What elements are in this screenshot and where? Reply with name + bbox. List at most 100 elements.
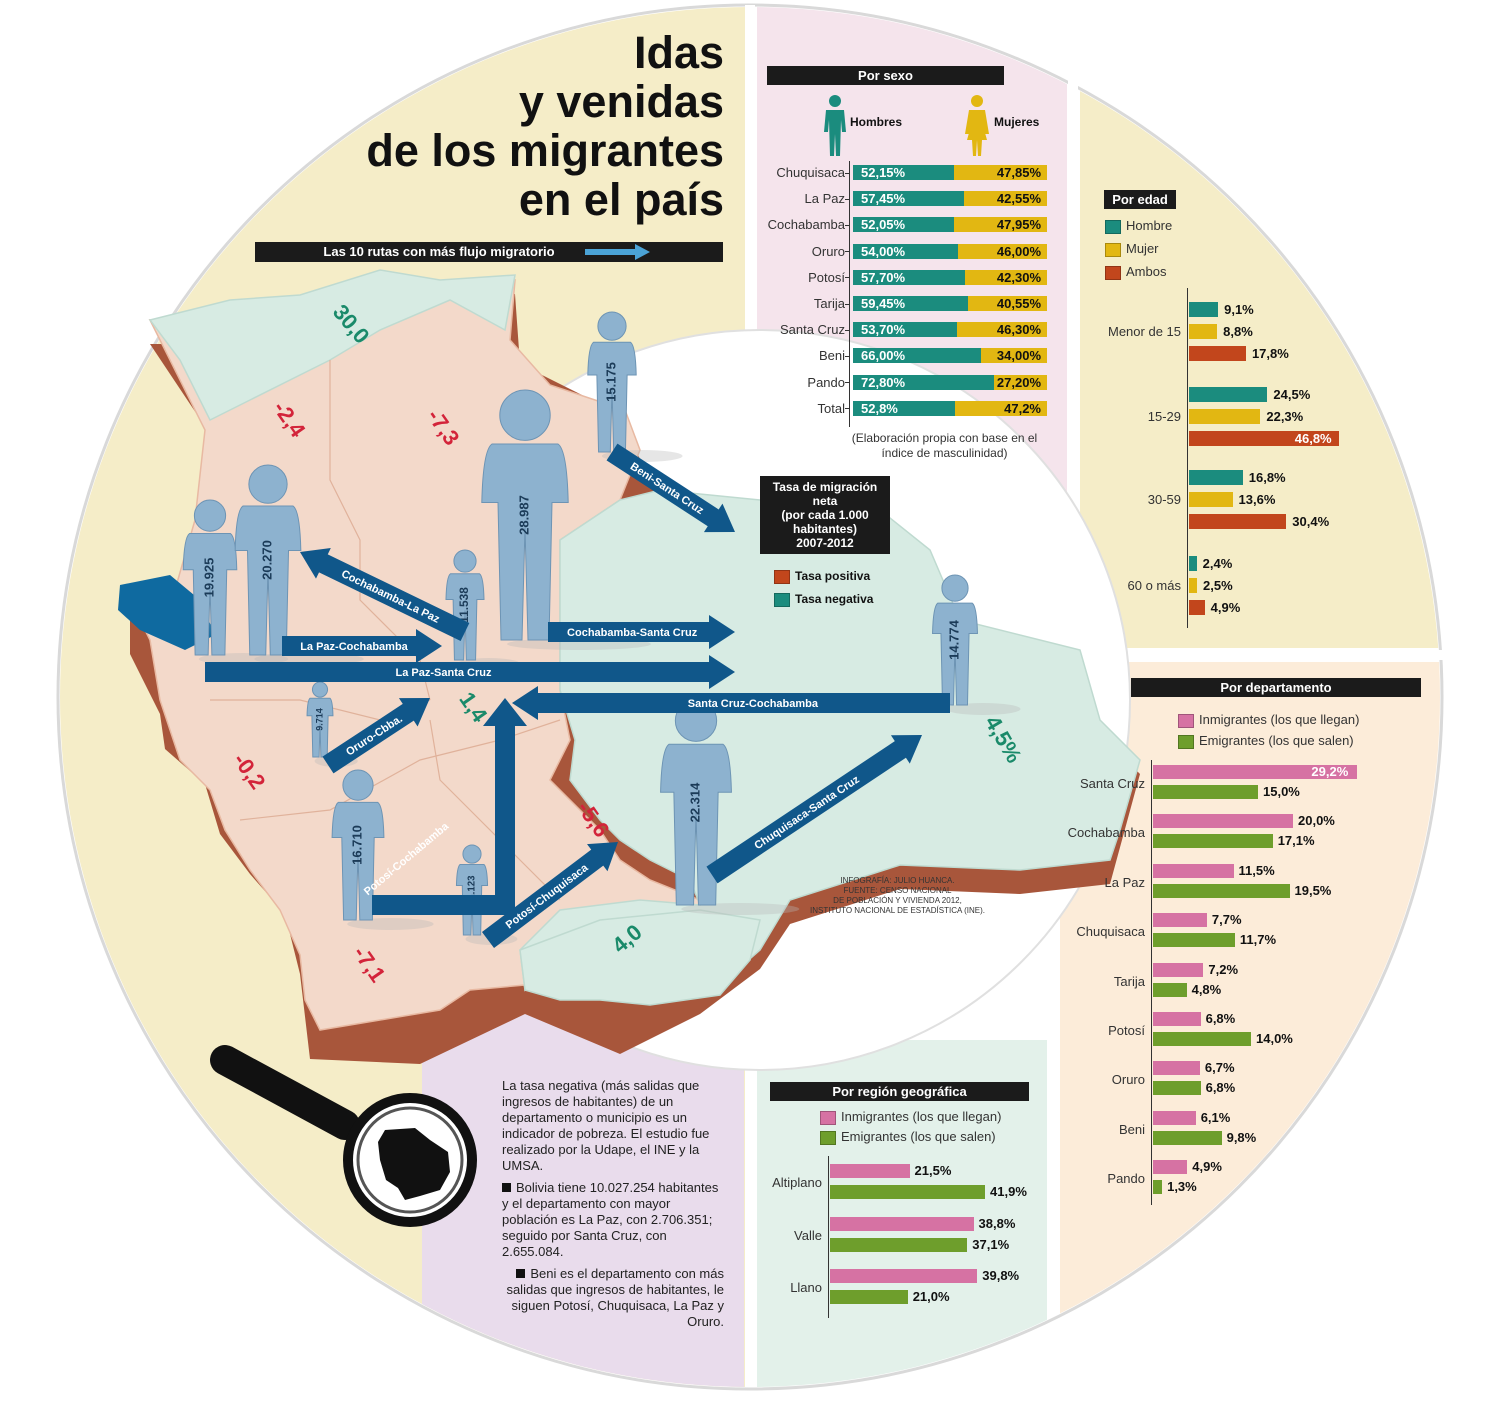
edad-value: 17,8% bbox=[1251, 346, 1289, 361]
swatch-hombre bbox=[1105, 219, 1121, 234]
sexo-value-hombres: 53,70% bbox=[861, 322, 906, 338]
depto-value: 17,1% bbox=[1277, 833, 1315, 849]
sexo-value-hombres: 52,05% bbox=[861, 217, 906, 233]
panel-texto bbox=[422, 1010, 744, 1387]
title-line-3: de los migrantes bbox=[366, 125, 724, 176]
sexo-bar-hombres bbox=[853, 269, 965, 285]
region-bar bbox=[830, 1290, 908, 1304]
sexo-bar-mujeres bbox=[957, 322, 1047, 338]
edad-legend-hombre-label: Hombre bbox=[1126, 218, 1173, 233]
sexo-category-label: Cochabamba bbox=[767, 217, 845, 233]
route-arrow: Santa Cruz-Cochabamba bbox=[512, 686, 950, 720]
edad-legend-mujer: Mujer bbox=[1105, 237, 1172, 260]
page-title: Idas y venidas de los migrantes en el pa… bbox=[366, 28, 724, 224]
region-category-label: Valle bbox=[794, 1227, 822, 1243]
depto-bar bbox=[1153, 883, 1290, 898]
sexo-value-hombres: 57,45% bbox=[861, 191, 906, 207]
migration-rate-label: -5,6 bbox=[572, 796, 614, 841]
sexo-bar-hombres bbox=[853, 296, 969, 311]
edad-legend-ambos-label: Ambos bbox=[1126, 264, 1167, 279]
depto-bar bbox=[1153, 1032, 1251, 1046]
edad-title-text: Por edad bbox=[1112, 192, 1168, 207]
credits-line-1: INFOGRAFÍA: JULIO HUANCA. bbox=[840, 876, 955, 885]
depto-value: 11,7% bbox=[1239, 932, 1277, 948]
credits-line-4: INSTITUTO NACIONAL DE ESTADÍSTICA (INE). bbox=[810, 906, 985, 915]
depto-legend: Inmigrantes (los que llegan) Emigrantes … bbox=[1178, 709, 1359, 751]
edad-value: 9,1% bbox=[1224, 302, 1254, 317]
edad-bar bbox=[1189, 514, 1287, 529]
depto-bar bbox=[1153, 1110, 1196, 1125]
region-legend-emigrantes: Emigrantes (los que salen) bbox=[820, 1127, 1001, 1147]
route-label: Santa Cruz-Cochabamba bbox=[688, 698, 819, 710]
magnifier-icon bbox=[210, 1045, 477, 1227]
migrant-figure: 20.270 bbox=[234, 464, 364, 665]
sexo-tick bbox=[845, 277, 849, 279]
sexo-value-hombres: 52,8% bbox=[861, 400, 898, 416]
region-bar bbox=[830, 1185, 986, 1199]
depto-legend-emigrantes: Emigrantes (los que salen) bbox=[1178, 730, 1359, 751]
sexo-bar-mujeres bbox=[953, 217, 1047, 233]
route-arrow: Cochabamba-Santa Cruz bbox=[548, 615, 735, 649]
region-value: 21,5% bbox=[914, 1163, 952, 1178]
figure-count-label: 15.175 bbox=[603, 362, 618, 402]
body-text: La tasa negativa (más salidas que ingres… bbox=[502, 1078, 724, 1336]
depto-category-label: Oruro bbox=[1111, 1072, 1145, 1088]
sexo-tick bbox=[845, 303, 849, 305]
route-arrow: Chuquisaca-Santa Cruz bbox=[706, 734, 923, 884]
figure-count-label: 16.710 bbox=[349, 825, 364, 865]
sexo-bar-mujeres bbox=[957, 243, 1047, 259]
depto-bar bbox=[1153, 1081, 1201, 1096]
sexo-category-label: Chuquisaca bbox=[776, 165, 845, 180]
migration-rate-label: -7,3 bbox=[422, 404, 464, 449]
route-label: Chuquisaca-Santa Cruz bbox=[752, 773, 862, 852]
sexo-title: Por sexo bbox=[767, 66, 1004, 85]
sexo-value-hombres: 52,15% bbox=[861, 165, 906, 180]
sexo-value-mujeres: 47,85% bbox=[996, 165, 1041, 180]
region-legend-emigrantes-label: Emigrantes (los que salen) bbox=[841, 1129, 996, 1144]
tasa-title-line-2: neta bbox=[812, 494, 838, 508]
region-title: Por región geográfica bbox=[770, 1082, 1029, 1101]
sexo-value-mujeres: 40,55% bbox=[996, 296, 1041, 311]
edad-bar bbox=[1189, 431, 1339, 446]
sexo-category-label: Santa Cruz bbox=[779, 322, 845, 338]
depto-axis bbox=[1151, 760, 1152, 1205]
route-label: Cochabamba-La Paz bbox=[339, 568, 441, 626]
sexo-bar-hombres bbox=[853, 191, 965, 207]
sexo-bar-hombres bbox=[853, 348, 982, 364]
edad-axis bbox=[1187, 288, 1188, 628]
edad-value: 30,4% bbox=[1292, 514, 1330, 529]
sexo-category-label: Oruro bbox=[811, 243, 845, 259]
edad-category-label: 30-59 bbox=[1147, 492, 1181, 507]
sexo-value-hombres: 66,00% bbox=[861, 348, 906, 364]
sexo-tick bbox=[845, 251, 849, 253]
edad-title: Por edad bbox=[1104, 190, 1176, 209]
edad-bar bbox=[1189, 578, 1197, 593]
depto-value: 7,7% bbox=[1211, 912, 1242, 928]
depto-category-label: Santa Cruz bbox=[1079, 776, 1145, 791]
sexo-bar-hombres bbox=[853, 400, 956, 416]
route-label: Cochabamba-Santa Cruz bbox=[567, 627, 698, 639]
depto-category-label: Potosí bbox=[1108, 1023, 1145, 1038]
tasa-legend-positive-label: Tasa positiva bbox=[795, 569, 871, 583]
edad-bar bbox=[1189, 600, 1205, 615]
region-value: 39,8% bbox=[982, 1268, 1020, 1283]
tasa-title-line-5: 2007-2012 bbox=[796, 536, 854, 550]
title-line-4: en el país bbox=[518, 174, 724, 225]
route-arrow: Cochabamba-La Paz bbox=[300, 548, 470, 641]
edad-category-label: 60 o más bbox=[1127, 578, 1181, 593]
sexo-value-hombres: 57,70% bbox=[861, 269, 906, 285]
migrant-figure: 15.175 bbox=[587, 311, 683, 462]
migration-rate-label: -0,2 bbox=[228, 748, 270, 793]
edad-value: 13,6% bbox=[1238, 492, 1276, 507]
edad-value: 4,9% bbox=[1210, 600, 1241, 615]
figure-count-label: 9.714 bbox=[314, 708, 324, 731]
depto-title-text: Por departamento bbox=[1220, 680, 1332, 695]
route-label: La Paz-Cochabamba bbox=[300, 641, 408, 653]
sexo-category-label: Pando bbox=[807, 374, 845, 390]
edad-value: 8,8% bbox=[1223, 324, 1253, 339]
region-legend-inmigrantes-label: Inmigrantes (los que llegan) bbox=[841, 1109, 1002, 1124]
swatch-positive bbox=[774, 569, 790, 584]
depto-bar bbox=[1153, 785, 1258, 799]
edad-legend-hombre: Hombre bbox=[1105, 214, 1172, 237]
figure-count-label: 28.987 bbox=[516, 495, 531, 535]
